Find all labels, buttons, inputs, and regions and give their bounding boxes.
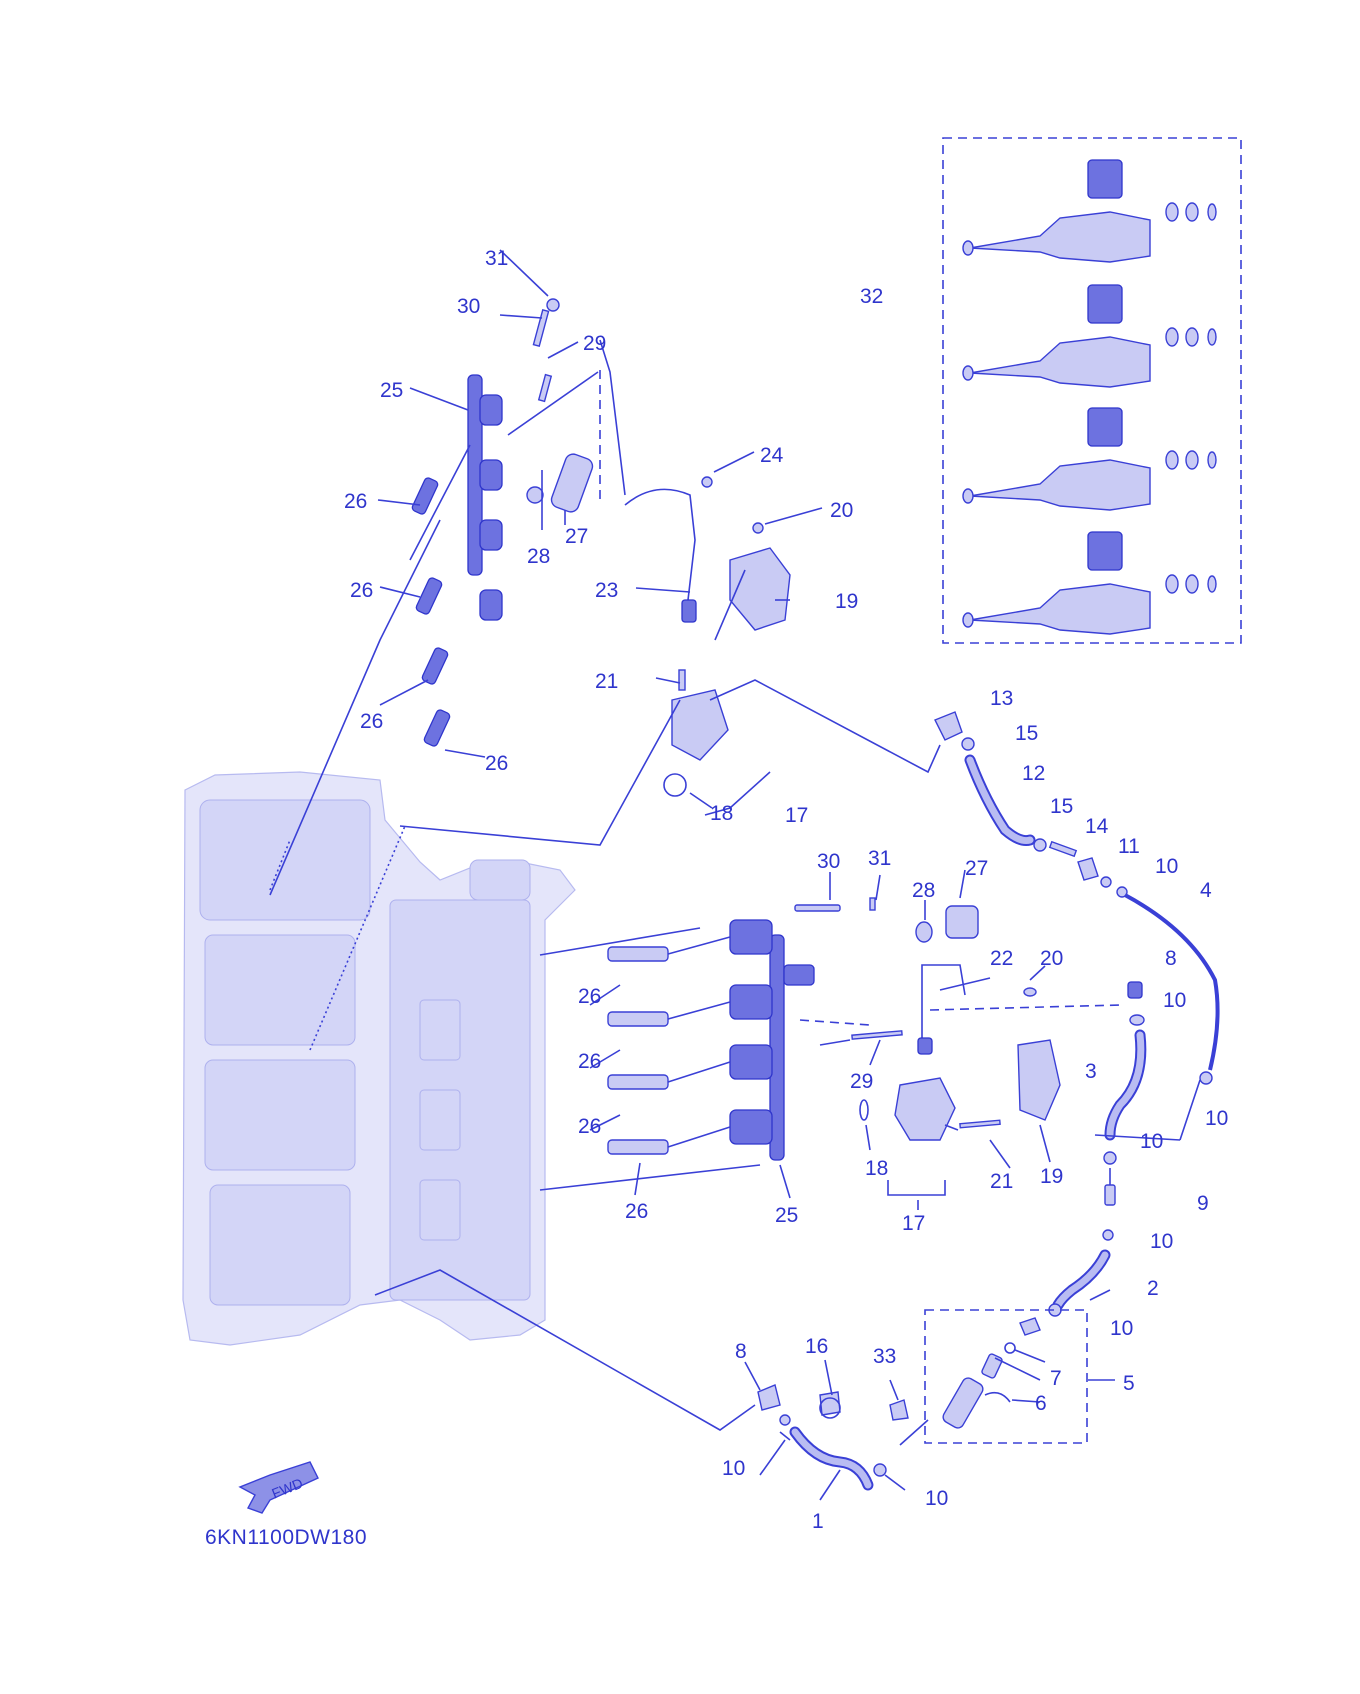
upper-fuel-rail-assembly — [411, 298, 791, 797]
lower-fuel-rail-assembly — [539, 897, 1061, 1191]
callout-27-lower: 27 — [965, 857, 988, 880]
callout-16: 16 — [805, 1335, 828, 1358]
upper-leader-lines — [269, 249, 941, 1051]
callout-26-c: 26 — [360, 710, 383, 733]
callout-7: 7 — [1050, 1367, 1062, 1390]
callout-28-lower: 28 — [912, 879, 935, 902]
callout-26-e: 26 — [578, 985, 601, 1008]
callout-8-upper: 8 — [1165, 947, 1177, 970]
callout-18-lower: 18 — [865, 1157, 888, 1180]
callout-14: 14 — [1085, 815, 1109, 838]
callout-10-d: 10 — [1140, 1130, 1163, 1153]
callout-20-upper: 20 — [830, 499, 853, 522]
callout-33: 33 — [873, 1345, 896, 1368]
lower-leader-lines — [589, 869, 1121, 1210]
callout-labels: 31 30 29 25 24 26 27 28 20 26 23 19 21 2… — [344, 247, 1228, 1533]
fwd-arrow: FWD — [238, 1461, 319, 1514]
callout-31-upper: 31 — [485, 247, 508, 270]
callout-6: 6 — [1035, 1392, 1047, 1415]
callout-25-upper: 25 — [380, 379, 403, 402]
callout-18-upper: 18 — [710, 802, 733, 825]
callout-5: 5 — [1123, 1372, 1135, 1395]
fuel-filter — [899, 1317, 1115, 1446]
callout-17-lower: 17 — [902, 1212, 925, 1235]
callout-24: 24 — [760, 444, 784, 467]
callout-10-b: 10 — [1163, 989, 1186, 1012]
callout-26-a: 26 — [344, 490, 367, 513]
callout-25-lower: 25 — [775, 1204, 798, 1227]
callout-10-a: 10 — [1155, 855, 1178, 878]
engine-block — [182, 771, 576, 1346]
callout-9: 9 — [1197, 1192, 1209, 1215]
callout-10-c: 10 — [1205, 1107, 1228, 1130]
callout-23: 23 — [595, 579, 618, 602]
callout-2: 2 — [1147, 1277, 1159, 1300]
callout-19-lower: 19 — [1040, 1165, 1063, 1188]
injector-set-box — [942, 137, 1242, 644]
diagram-code: 6KN1100DW180 — [205, 1526, 367, 1549]
callout-19-upper: 19 — [835, 590, 858, 613]
callout-29-upper: 29 — [583, 332, 606, 355]
callout-15-b: 15 — [1050, 795, 1073, 818]
callout-11: 11 — [1118, 835, 1140, 858]
callout-26-g: 26 — [578, 1115, 601, 1138]
callout-26-b: 26 — [350, 579, 373, 602]
callout-17-upper: 17 — [785, 804, 808, 827]
callout-21-upper: 21 — [595, 670, 618, 693]
callout-30-upper: 30 — [457, 295, 480, 318]
callout-21-lower: 21 — [990, 1170, 1013, 1193]
callout-12: 12 — [1022, 762, 1045, 785]
callout-1: 1 — [812, 1510, 824, 1533]
callout-10-e: 10 — [1150, 1230, 1173, 1253]
callout-13: 13 — [990, 687, 1013, 710]
callout-15-a: 15 — [1015, 722, 1038, 745]
callout-10-g: 10 — [722, 1457, 745, 1480]
callout-26-h: 26 — [625, 1200, 648, 1223]
callout-3: 3 — [1085, 1060, 1097, 1083]
callout-31-lower: 31 — [868, 847, 891, 870]
callout-28-upper: 28 — [527, 545, 550, 568]
callout-10-f: 10 — [1110, 1317, 1133, 1340]
fuel-hoses — [934, 711, 1220, 1317]
fuel-filter-box — [924, 1309, 1088, 1444]
callout-30-lower: 30 — [817, 850, 840, 873]
callout-4: 4 — [1200, 879, 1212, 902]
callout-32: 32 — [860, 285, 883, 308]
callout-8-lower: 8 — [735, 1340, 747, 1363]
bottom-fuel-hose — [374, 1269, 909, 1501]
callout-10-h: 10 — [925, 1487, 948, 1510]
callout-22: 22 — [990, 947, 1013, 970]
callout-27-upper: 27 — [565, 525, 588, 548]
callout-26-f: 26 — [578, 1050, 601, 1073]
callout-26-d: 26 — [485, 752, 508, 775]
injector-set — [962, 159, 1217, 635]
callout-29-lower: 29 — [850, 1070, 873, 1093]
callout-20-lower: 20 — [1040, 947, 1063, 970]
